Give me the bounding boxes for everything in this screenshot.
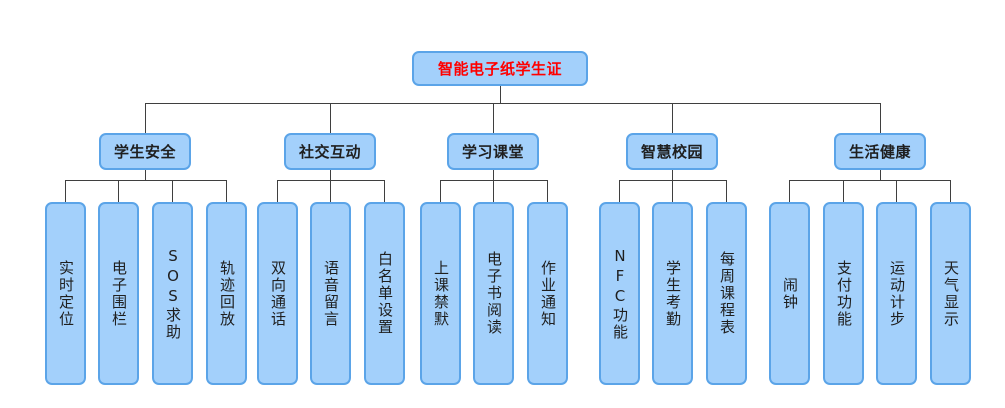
connector-drop-leaf-0-2: [172, 180, 173, 202]
node-leaf-label: 闹钟: [781, 276, 799, 311]
node-leaf-realtime-location[interactable]: 实时定位: [45, 202, 86, 385]
node-leaf-label: 支付功能: [835, 259, 853, 328]
node-leaf-track-playback[interactable]: 轨迹回放: [206, 202, 247, 385]
node-leaf-label: 上课禁默: [432, 259, 450, 328]
node-root[interactable]: 智能电子纸学生证: [412, 51, 588, 86]
node-leaf-ebook-reading[interactable]: 电子书阅读: [473, 202, 514, 385]
connector-bus-group-0: [65, 180, 226, 181]
node-leaf-class-silent-mode[interactable]: 上课禁默: [420, 202, 461, 385]
connector-main-bus: [145, 103, 880, 104]
node-leaf-label: 实时定位: [57, 259, 75, 328]
node-leaf-label: 电子围栏: [110, 259, 128, 328]
connector-stem-group-1: [330, 170, 331, 181]
node-leaf-alarm-clock[interactable]: 闹钟: [769, 202, 810, 385]
node-leaf-label: 电子书阅读: [485, 251, 503, 336]
node-leaf-voice-message[interactable]: 语音留言: [310, 202, 351, 385]
connector-drop-category-3: [672, 103, 673, 133]
node-leaf-label: 白名单设置: [376, 251, 394, 336]
node-leaf-geofence[interactable]: 电子围栏: [98, 202, 139, 385]
connector-stem-group-3: [672, 170, 673, 181]
node-leaf-weather-display[interactable]: 天气显示: [930, 202, 971, 385]
node-leaf-weekly-schedule[interactable]: 每周课程表: [706, 202, 747, 385]
node-category-smart-campus[interactable]: 智慧校园: [626, 133, 718, 170]
node-leaf-homework-notification[interactable]: 作业通知: [527, 202, 568, 385]
node-category-label: 学习课堂: [461, 143, 524, 161]
connector-drop-leaf-3-1: [672, 180, 673, 202]
connector-drop-leaf-4-0: [789, 180, 790, 202]
connector-stem-group-0: [145, 170, 146, 181]
connector-drop-leaf-0-1: [118, 180, 119, 202]
node-leaf-label: 双向通话: [269, 259, 287, 328]
connector-drop-leaf-3-0: [619, 180, 620, 202]
node-category-life-health[interactable]: 生活健康: [834, 133, 926, 170]
connector-drop-leaf-4-3: [950, 180, 951, 202]
connector-drop-category-0: [145, 103, 146, 133]
connector-bus-group-4: [789, 180, 950, 181]
node-leaf-nfc[interactable]: NFC功能: [599, 202, 640, 385]
node-leaf-label: 作业通知: [539, 259, 557, 328]
node-category-label: 智慧校园: [640, 143, 703, 161]
connector-drop-leaf-3-2: [726, 180, 727, 202]
node-leaf-attendance[interactable]: 学生考勤: [652, 202, 693, 385]
connector-drop-leaf-1-0: [277, 180, 278, 202]
connector-stem-group-4: [880, 170, 881, 181]
node-leaf-two-way-call[interactable]: 双向通话: [257, 202, 298, 385]
connector-drop-leaf-0-0: [65, 180, 66, 202]
connector-drop-leaf-2-1: [493, 180, 494, 202]
node-category-social-interaction[interactable]: 社交互动: [284, 133, 376, 170]
node-leaf-label: 学生考勤: [664, 259, 682, 328]
connector-drop-leaf-4-2: [896, 180, 897, 202]
node-leaf-label: NFC功能: [611, 246, 629, 341]
connector-drop-category-4: [880, 103, 881, 133]
connector-stem-group-2: [493, 170, 494, 181]
node-category-label: 社交互动: [298, 143, 361, 161]
node-leaf-label: 轨迹回放: [218, 259, 236, 328]
connector-drop-category-1: [330, 103, 331, 133]
node-leaf-whitelist-settings[interactable]: 白名单设置: [364, 202, 405, 385]
node-category-label: 生活健康: [848, 143, 911, 161]
connector-root-stem: [500, 86, 501, 103]
connector-drop-leaf-2-0: [440, 180, 441, 202]
node-leaf-label: SOS求助: [164, 246, 182, 341]
node-leaf-label: 每周课程表: [718, 251, 736, 336]
node-root-label: 智能电子纸学生证: [437, 60, 562, 78]
node-category-label: 学生安全: [113, 143, 176, 161]
connector-drop-leaf-2-2: [547, 180, 548, 202]
connector-drop-category-2: [493, 103, 494, 133]
node-leaf-label: 天气显示: [942, 259, 960, 328]
node-leaf-label: 语音留言: [322, 259, 340, 328]
node-category-student-safety[interactable]: 学生安全: [99, 133, 191, 170]
node-leaf-payment[interactable]: 支付功能: [823, 202, 864, 385]
connector-drop-leaf-1-1: [330, 180, 331, 202]
node-category-learning-classroom[interactable]: 学习课堂: [447, 133, 539, 170]
connector-drop-leaf-0-3: [226, 180, 227, 202]
connector-drop-leaf-1-2: [384, 180, 385, 202]
node-leaf-sos[interactable]: SOS求助: [152, 202, 193, 385]
node-leaf-step-counter[interactable]: 运动计步: [876, 202, 917, 385]
node-leaf-label: 运动计步: [888, 259, 906, 328]
connector-drop-leaf-4-1: [843, 180, 844, 202]
